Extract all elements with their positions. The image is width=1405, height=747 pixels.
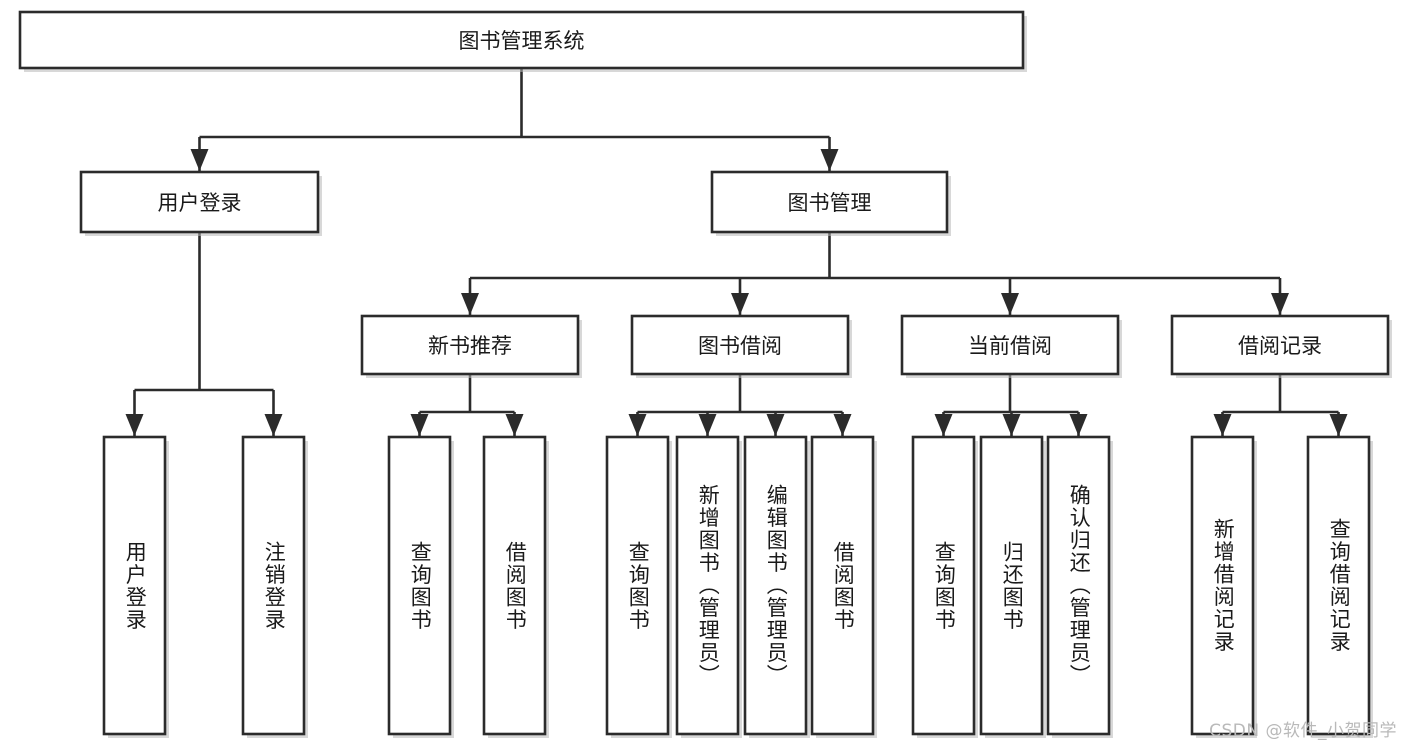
arrow-to-leaf-12 (1329, 414, 1348, 436)
node-level2-0-label: 用户登录 (158, 191, 242, 215)
node-level3-2-label: 当前借阅 (968, 334, 1052, 358)
node-leaf-2[interactable] (387, 435, 452, 736)
arrow-level2-to-level3-1 (731, 293, 749, 315)
node-leaf-9[interactable] (979, 435, 1044, 736)
node-leaf-1[interactable] (241, 435, 306, 736)
arrow-to-leaf-5 (698, 414, 717, 436)
node-leaf-0[interactable] (102, 435, 167, 736)
arrow-to-leaf-10 (1069, 414, 1088, 436)
node-leaf-8[interactable] (911, 435, 976, 736)
node-level2-1[interactable] (710, 170, 949, 234)
arrow-root-to-level2-0 (190, 149, 209, 171)
node-level3-3[interactable] (1170, 314, 1390, 376)
node-level3-1-label: 图书借阅 (698, 334, 782, 358)
arrow-to-leaf-8 (934, 414, 953, 436)
node-level3-0[interactable] (360, 314, 580, 376)
node-level3-2[interactable] (900, 314, 1120, 376)
node-leaf-11[interactable] (1190, 435, 1255, 736)
arrow-to-leaf-4 (628, 414, 647, 436)
arrow-to-leaf-2 (410, 414, 429, 436)
arrow-to-leaf-9 (1002, 414, 1021, 436)
arrow-level2-to-level3-3 (1271, 293, 1289, 315)
arrow-level2-to-level3-2 (1001, 293, 1019, 315)
arrow-level2-to-level3-0 (461, 293, 479, 315)
connector-layer (125, 68, 1348, 436)
arrow-to-leaf-6 (766, 414, 785, 436)
node-leaf-10[interactable] (1046, 435, 1111, 736)
node-leaf-12[interactable] (1306, 435, 1371, 736)
node-root-label: 图书管理系统 (459, 29, 585, 53)
node-leaf-5[interactable] (675, 435, 740, 736)
arrow-to-leaf-7 (833, 414, 852, 436)
node-box-layer (18, 10, 1392, 738)
node-leaf-3[interactable] (482, 435, 547, 736)
node-leaf-7[interactable] (810, 435, 875, 736)
node-leaf-4[interactable] (605, 435, 670, 736)
node-level3-3-label: 借阅记录 (1238, 334, 1322, 358)
arrow-to-leaf-3 (505, 414, 524, 436)
arrow-to-leaf-0 (125, 414, 144, 436)
arrow-root-to-level2-1 (820, 149, 839, 171)
node-level2-1-label: 图书管理 (788, 191, 872, 215)
node-level2-0[interactable] (79, 170, 320, 234)
arrow-to-leaf-11 (1213, 414, 1232, 436)
node-leaf-6[interactable] (743, 435, 808, 736)
arrow-to-leaf-1 (264, 414, 283, 436)
watermark-text: CSDN @软件_小贺同学 (1209, 721, 1397, 741)
node-level3-0-label: 新书推荐 (428, 334, 512, 358)
node-root[interactable] (18, 10, 1025, 70)
node-level3-1[interactable] (630, 314, 850, 376)
